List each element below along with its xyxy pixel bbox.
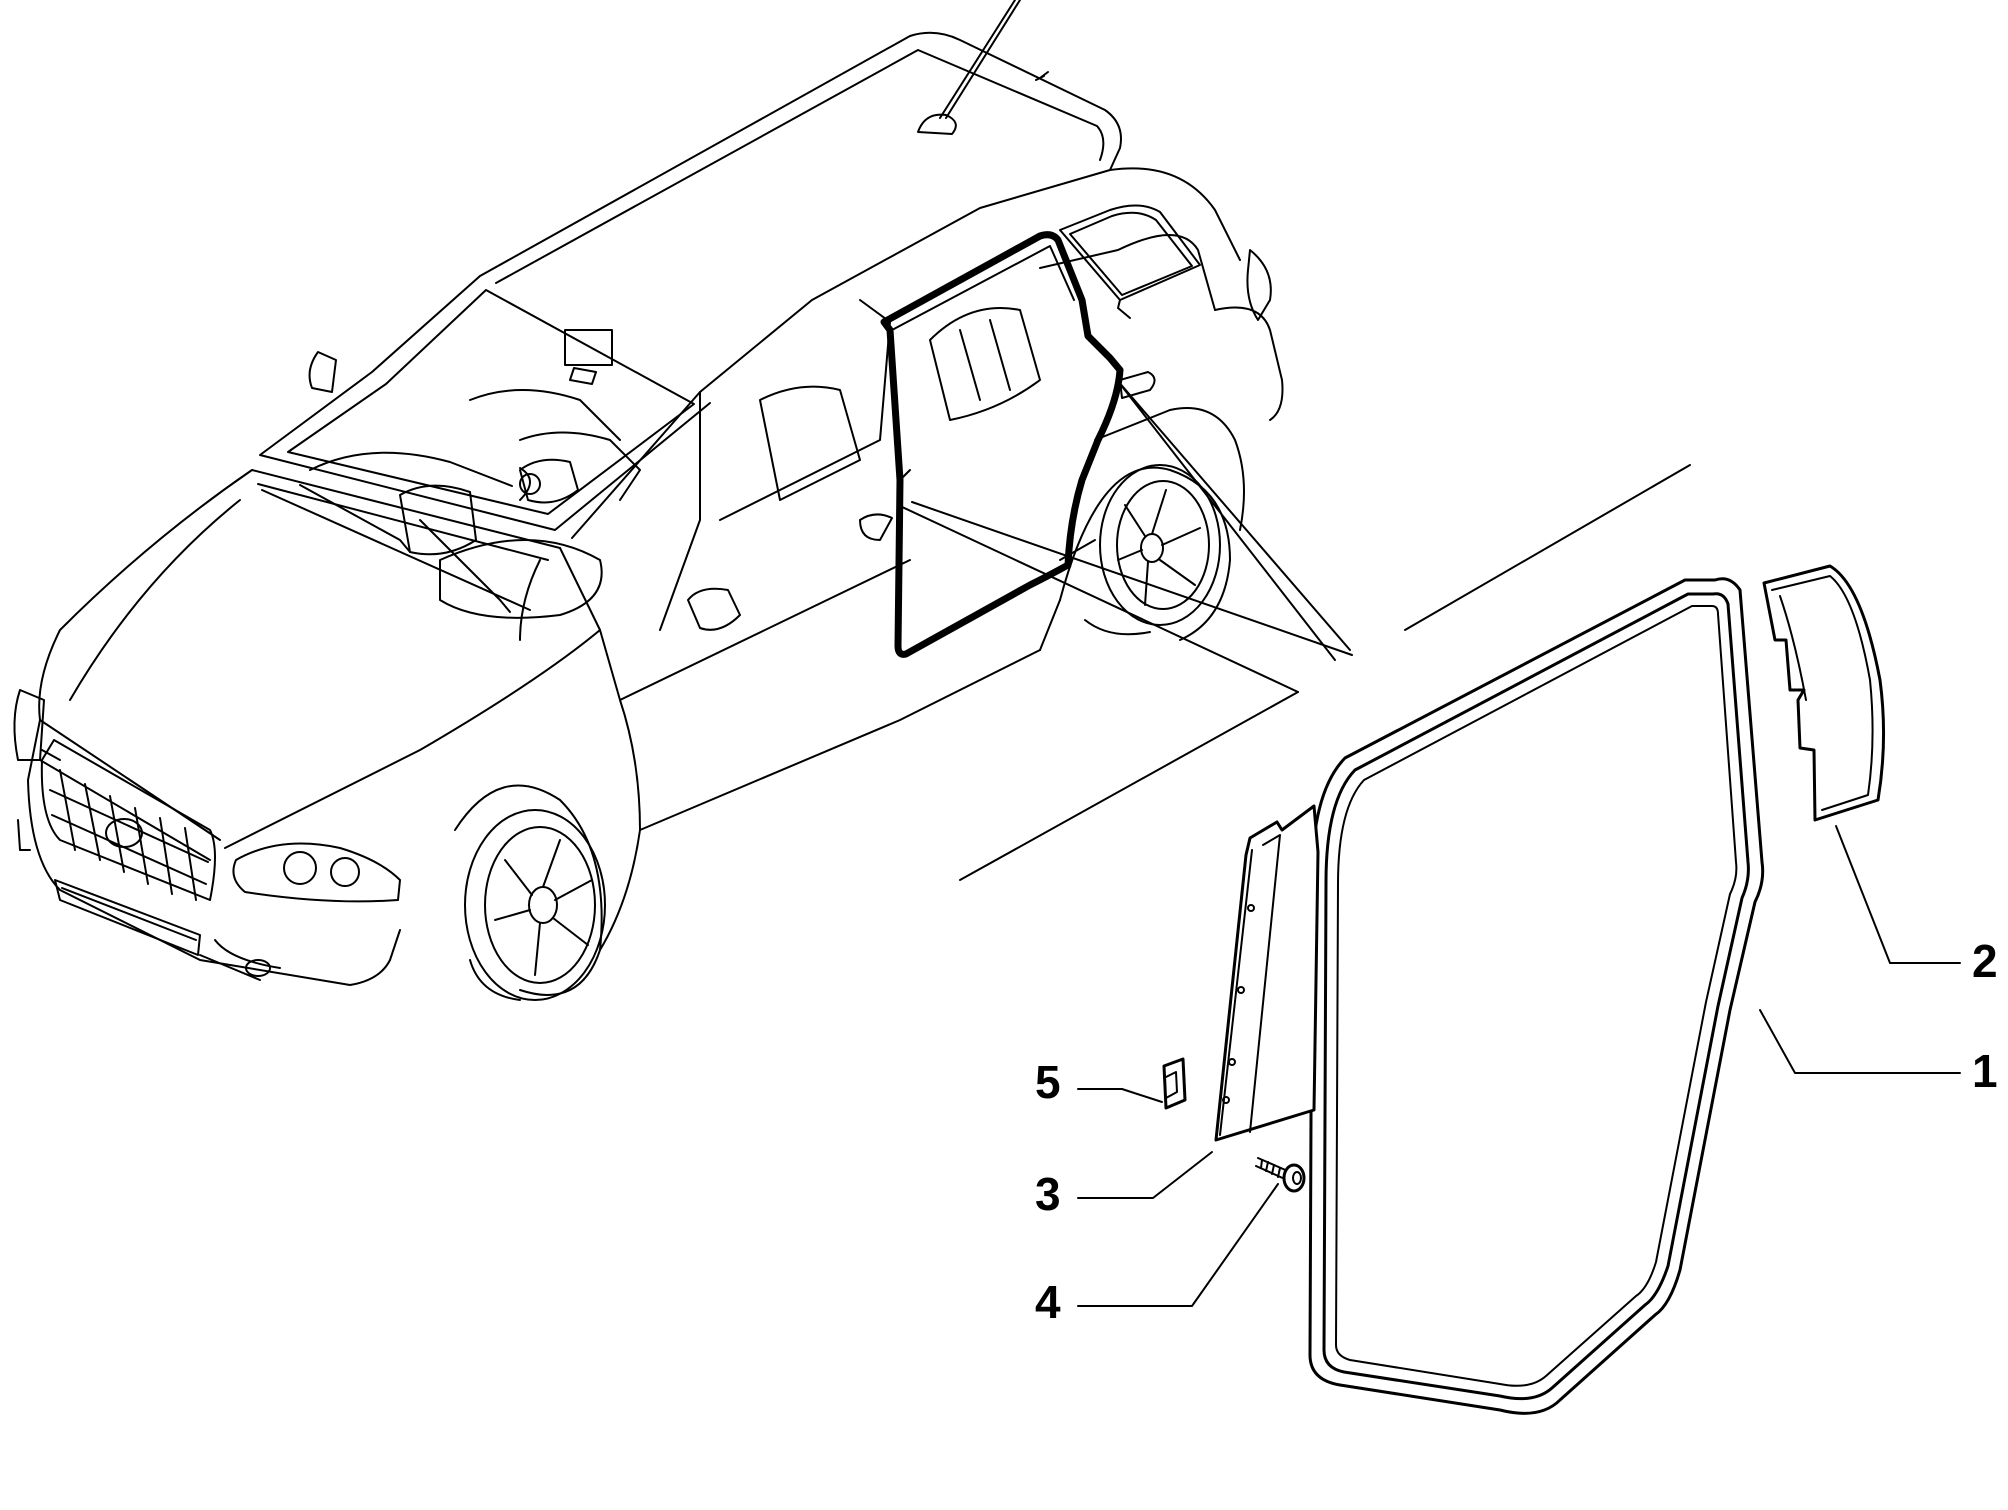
front-wheel: [454, 784, 606, 1001]
roof: [479, 31, 1122, 277]
car-body-side: [599, 167, 1284, 951]
right-headlight: [232, 842, 401, 903]
part-3-b-pillar-trim: [1214, 804, 1320, 1142]
interior-front: [309, 329, 641, 619]
rear-wheel: [1059, 464, 1231, 641]
part-5-clip: [1162, 1057, 1187, 1110]
antenna: [917, 0, 1021, 135]
callout-leaders: [1077, 825, 1961, 1307]
detail-leader-lines: [899, 379, 1691, 881]
leader-1: [1759, 1009, 1961, 1074]
callout-2: 2: [1972, 935, 1998, 987]
leader-2: [1835, 825, 1961, 964]
hood: [38, 469, 253, 841]
part-4-screw: [1255, 1157, 1306, 1193]
callout-1: 1: [1972, 1045, 1998, 1097]
leader-3: [1077, 1151, 1213, 1199]
windshield-frame: [259, 275, 711, 531]
left-headlight: [13, 689, 45, 761]
leader-4: [1077, 1183, 1279, 1307]
grille: [40, 739, 216, 901]
callout-labels: 1 2 3 4 5: [1035, 935, 1998, 1328]
rear-door-seal-outline: [880, 231, 1124, 658]
callout-5: 5: [1035, 1056, 1061, 1108]
fiat-logo: [105, 818, 143, 848]
car-illustration: [13, 0, 1284, 1001]
right-side-mirror: [687, 587, 741, 631]
part-1-door-seal: [1308, 577, 1765, 1415]
callout-4: 4: [1035, 1276, 1061, 1328]
callout-3: 3: [1035, 1168, 1061, 1220]
front-fascia: [13, 689, 401, 986]
leader-5: [1077, 1088, 1163, 1103]
left-side-mirror: [308, 351, 337, 393]
part-2-pillar-trim: [1762, 564, 1886, 822]
wipers: [251, 469, 561, 613]
